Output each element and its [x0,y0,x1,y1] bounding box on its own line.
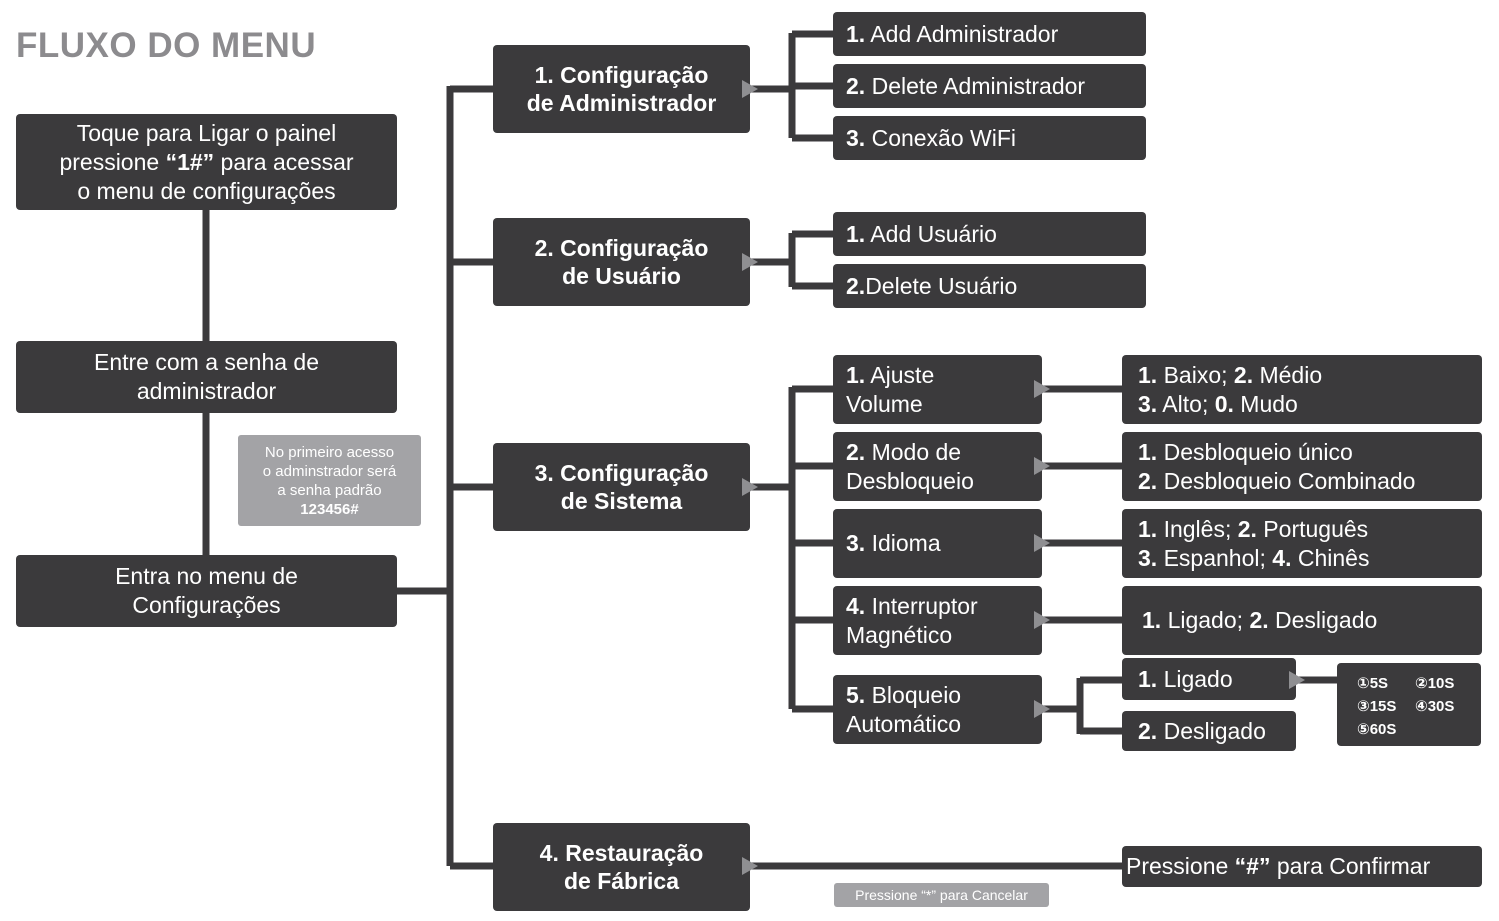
step-admin-password: Entre com a senha de administrador [16,341,397,413]
factory-confirm-text: Pressione “#” para Confirmar [1126,853,1431,879]
menu-user-config: 2. Configuração de Usuário [493,218,750,306]
note-line1: No primeiro acesso [264,443,395,461]
options-language-line1: 1. Inglês; 2. Português [1138,515,1369,542]
item-delete-admin-text: 2. Delete Administrador [846,72,1086,99]
page-title: FLUXO DO MENU [16,26,317,65]
arrow-right-icon [1034,534,1050,552]
default-password-note: No primeiro acesso o adminstrador será a… [238,435,421,526]
arrow-right-icon [742,253,758,271]
item-delete-user: 2.Delete Usuário [833,264,1146,308]
menu-factory-line1: 4. Restauração [539,840,704,866]
menu-admin-config: 1. Configuração de Administrador [493,45,750,133]
arrow-right-icon [742,478,758,496]
item-magnetic-switch-line1: 4. Interruptor [846,592,978,619]
item-volume-line2: Volume [846,390,923,417]
key-hash: “#” [1234,853,1271,879]
options-language: 1. Inglês; 2. Português 3. Espanhol; 4. … [1122,509,1482,578]
item-add-admin-text: 1. Add Administrador [846,20,1059,47]
options-unlock-line2: 2. Desbloqueio Combinado [1138,467,1416,494]
timer-option-5s: ①5S [1357,675,1389,692]
option-auto-lock-off-text: 2. Desligado [1138,717,1266,744]
item-language: 3. Idioma [833,509,1042,578]
step-enter-menu-line2: Configurações [132,592,281,618]
menu-admin-line1: 1. Configuração [534,62,709,88]
arrow-right-icon [1034,380,1050,398]
item-volume-line1: 1. Ajuste [846,361,935,388]
timer-option-15s: ③15S [1357,698,1397,715]
item-unlock-mode-line2: Desbloqueio [846,467,974,494]
item-unlock-mode: 2. Modo de Desbloqueio [833,432,1042,501]
item-delete-user-text: 2.Delete Usuário [846,272,1018,299]
item-add-user: 1. Add Usuário [833,212,1146,256]
step-power-on-line1: Toque para Ligar o painel [76,119,337,146]
timer-option-60s: ⑤60S [1357,721,1397,738]
arrow-right-icon [1034,457,1050,475]
arrow-right-icon [1034,700,1050,718]
step-power-on-line3: o menu de configurações [77,177,336,204]
auto-lock-timer-options: ①5S ②10S ③15S ④30S ⑤60S [1337,663,1481,746]
item-wifi-connection-text: 3. Conexão WiFi [846,124,1017,151]
step-admin-password-line2: administrador [136,378,277,404]
option-auto-lock-on-text: 1. Ligado [1138,665,1233,692]
step-enter-menu: Entra no menu de Configurações [16,555,397,627]
item-magnetic-switch: 4. Interruptor Magnético [833,586,1042,655]
item-auto-lock-line1: 5. Bloqueio [846,681,962,708]
options-unlock-mode: 1. Desbloqueio único 2. Desbloqueio Comb… [1122,432,1482,501]
menu-factory-reset: 4. Restauração de Fábrica [493,823,750,911]
options-language-line2: 3. Espanhol; 4. Chinês [1138,544,1370,571]
option-auto-lock-on: 1. Ligado [1122,658,1296,700]
item-delete-admin: 2. Delete Administrador [833,64,1146,108]
key-code-1: “1#” [165,148,215,175]
menu-factory-line2: de Fábrica [563,868,680,894]
menu-user-line1: 2. Configuração [534,235,709,261]
menu-user-line2: de Usuário [562,263,681,289]
note-line2: o adminstrador será [262,462,397,480]
arrow-right-icon [1034,611,1050,629]
options-volume-line1: 1. Baixo; 2. Médio [1138,361,1323,388]
default-password-code: 123456# [300,500,359,518]
arrow-right-icon [742,80,758,98]
options-unlock-line1: 1. Desbloqueio único [1138,438,1353,465]
factory-cancel-text: Pressione “*” para Cancelar [855,887,1028,903]
item-magnetic-switch-line2: Magnético [846,621,953,648]
step-power-on: Toque para Ligar o painel pressione “1#”… [16,114,397,210]
note-line3: a senha padrão [277,481,382,499]
menu-system-line2: de Sistema [560,488,683,514]
step-enter-menu-line1: Entra no menu de [115,563,298,589]
menu-system-line1: 3. Configuração [534,460,709,486]
item-language-text: 3. Idioma [846,530,941,556]
options-volume-line2: 3. Alto; 0. Mudo [1138,390,1298,417]
item-auto-lock-line2: Automático [846,710,962,737]
step-admin-password-line1: Entre com a senha de [93,349,320,375]
item-volume: 1. Ajuste Volume [833,355,1042,424]
menu-admin-line2: de Administrador [526,90,717,116]
options-magnetic-switch: 1. Ligado; 2. Desligado [1122,586,1482,655]
factory-confirm: Pressione “#” para Confirmar [1122,846,1482,887]
item-wifi-connection: 3. Conexão WiFi [833,116,1146,160]
timer-option-10s: ②10S [1415,675,1455,692]
factory-cancel-note: Pressione “*” para Cancelar [834,883,1049,907]
menu-system-config: 3. Configuração de Sistema [493,443,750,531]
item-add-admin: 1. Add Administrador [833,12,1146,56]
item-add-user-text: 1. Add Usuário [846,220,997,247]
options-magnetic-text: 1. Ligado; 2. Desligado [1142,607,1378,633]
timer-option-30s: ④30S [1415,698,1455,715]
item-auto-lock: 5. Bloqueio Automático [833,675,1042,744]
option-auto-lock-off: 2. Desligado [1122,711,1296,751]
step-power-on-line2: pressione “1#” para acessar [59,148,354,175]
options-volume: 1. Baixo; 2. Médio 3. Alto; 0. Mudo [1122,355,1482,424]
arrow-right-icon [1289,671,1305,689]
item-unlock-mode-line1: 2. Modo de [846,438,962,465]
arrow-right-icon [742,857,758,875]
